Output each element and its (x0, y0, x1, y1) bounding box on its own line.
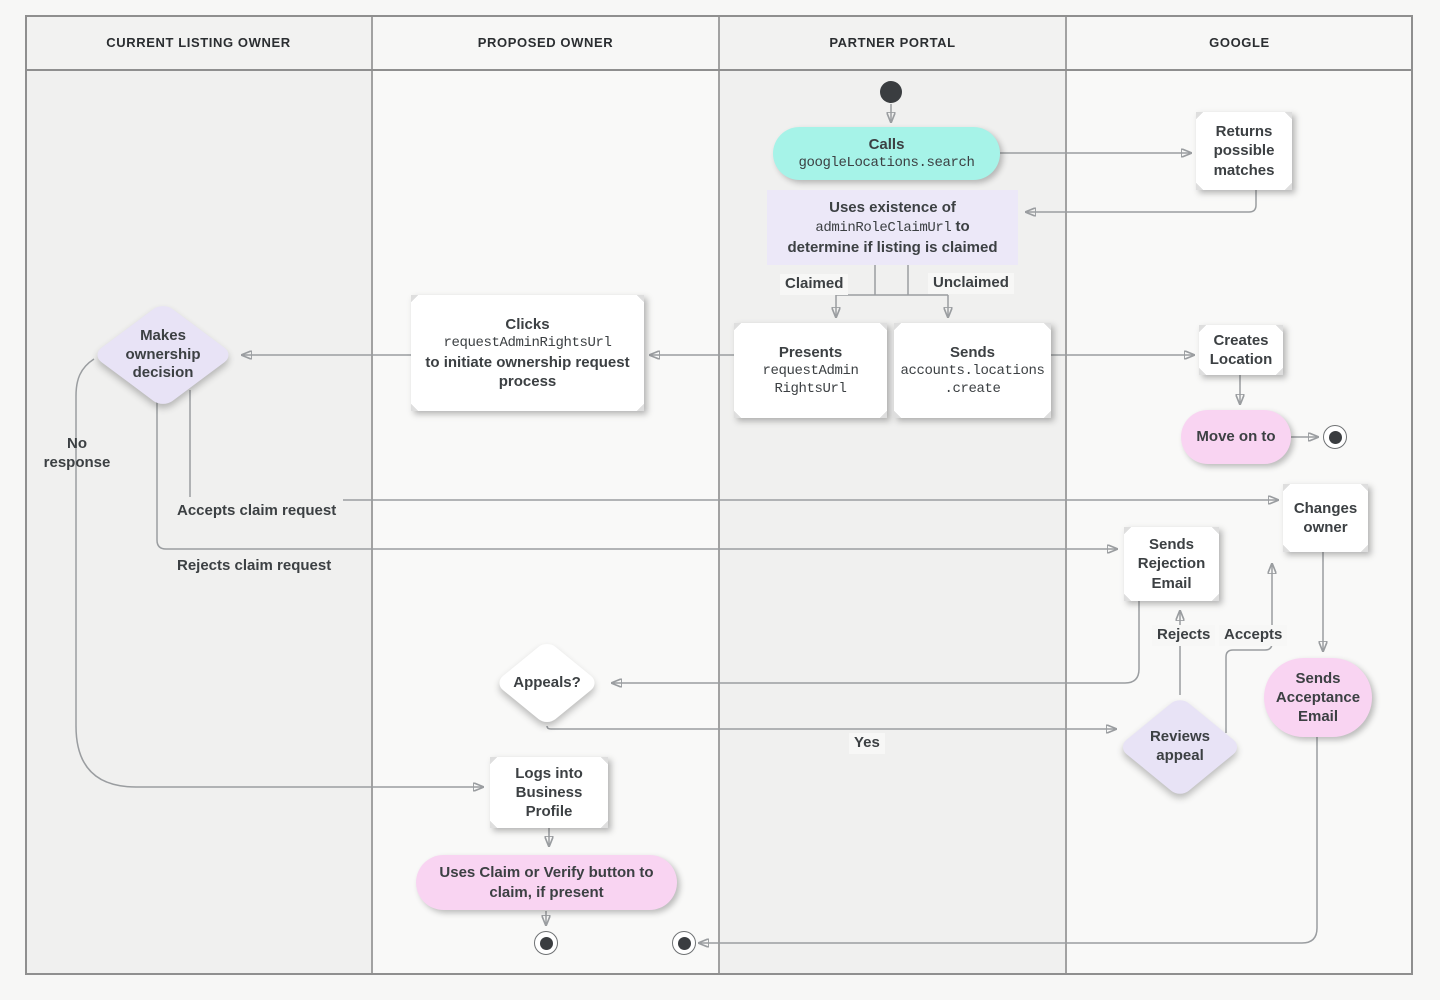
node-code: accounts.locations (900, 362, 1045, 379)
lane-divider (1065, 15, 1067, 975)
node-line: adminRoleClaimUrl to (815, 218, 970, 237)
end-node-acceptance (672, 931, 696, 955)
lane-header-google: GOOGLE (1066, 15, 1413, 70)
edge-label-no-response: No response (43, 435, 111, 471)
node-title: Presents (778, 343, 843, 361)
move-on-to-node: Move on to (1181, 410, 1291, 464)
uses-existence-note-node: Uses existence of adminRoleClaimUrl to d… (767, 190, 1018, 265)
node-code: RightsUrl (774, 381, 847, 398)
node-title: Calls (868, 135, 905, 153)
end-node-create (1323, 425, 1347, 449)
node-label: Move on to (1196, 428, 1276, 446)
node-title: Clicks (505, 316, 550, 334)
changes-owner-node: Changes owner (1283, 484, 1368, 552)
sends-accounts-locations-create-node: Sends accounts.locations .create (894, 323, 1051, 418)
node-label: to initiate ownership request process (425, 353, 630, 390)
reviews-appeal-node: Reviews appeal (1117, 696, 1243, 798)
end-node-claim (534, 931, 558, 955)
lane-proposed-owner (372, 70, 719, 975)
claim-or-verify-node: Uses Claim or Verify button to claim, if… (416, 855, 677, 910)
diamond-label: Reviews appeal (1149, 728, 1211, 764)
lane-title: GOOGLE (1209, 35, 1270, 50)
edge-label-rejects-claim-request: Rejects claim request (177, 557, 332, 574)
sends-acceptance-email-node: Sends Acceptance Email (1264, 658, 1372, 737)
logs-into-business-profile-node: Logs into Business Profile (490, 757, 608, 828)
start-node (880, 81, 902, 103)
clicks-request-admin-rights-url-node: Clicks requestAdminRightsUrl to initiate… (411, 295, 644, 411)
node-label: Sends Rejection Email (1137, 536, 1206, 592)
lane-divider (371, 15, 373, 975)
lane-header-current-listing-owner: CURRENT LISTING OWNER (25, 15, 372, 70)
lane-title: CURRENT LISTING OWNER (106, 35, 291, 50)
header-divider (25, 69, 1413, 71)
edge-label-claimed: Claimed (780, 274, 849, 295)
returns-possible-matches-node: Returns possible matches (1196, 112, 1292, 190)
appeals-decision-node: Appeals? (494, 639, 600, 727)
makes-ownership-decision-node: Makes ownership decision (91, 301, 235, 409)
node-line: Uses existence of (829, 199, 956, 217)
lane-title: PROPOSED OWNER (477, 35, 614, 50)
calls-google-locations-search-node: Calls googleLocations.search (773, 127, 1000, 180)
node-code: requestAdminRightsUrl (443, 335, 612, 352)
edge-label-accepts: Accepts (1219, 625, 1288, 646)
node-title: Sends (949, 343, 995, 361)
node-label: Logs into Business Profile (515, 764, 583, 821)
edge-label-yes: Yes (849, 733, 885, 754)
node-label: Creates Location (1209, 331, 1273, 368)
sends-rejection-email-node: Sends Rejection Email (1124, 527, 1219, 601)
node-code: googleLocations.search (798, 154, 975, 171)
end-node-inner (539, 936, 553, 950)
lane-title: PARTNER PORTAL (829, 35, 956, 50)
edge-label-rejects: Rejects (1152, 625, 1216, 646)
end-node-inner (677, 936, 691, 950)
presents-request-admin-rights-url-node: Presents requestAdmin RightsUrl (734, 323, 887, 418)
diamond-label: Makes ownership decision (125, 326, 201, 382)
node-label: Returns possible matches (1213, 123, 1275, 179)
lane-divider (718, 15, 720, 975)
creates-location-node: Creates Location (1199, 325, 1283, 375)
diamond-label: Appeals? (513, 673, 581, 691)
lane-header-proposed-owner: PROPOSED OWNER (372, 15, 719, 70)
node-line: determine if listing is claimed (787, 238, 998, 256)
lane-header-partner-portal: PARTNER PORTAL (719, 15, 1066, 70)
edge-label-accepts-claim-request: Accepts claim request (170, 499, 344, 524)
node-label: Changes owner (1293, 499, 1358, 536)
end-node-inner (1328, 430, 1342, 444)
edge-label-unclaimed: Unclaimed (928, 273, 1014, 294)
node-label: Sends Acceptance Email (1275, 669, 1361, 726)
node-label: Uses Claim or Verify button to claim, if… (439, 864, 654, 901)
node-code: requestAdmin (762, 362, 859, 379)
node-code: .create (944, 381, 1001, 398)
